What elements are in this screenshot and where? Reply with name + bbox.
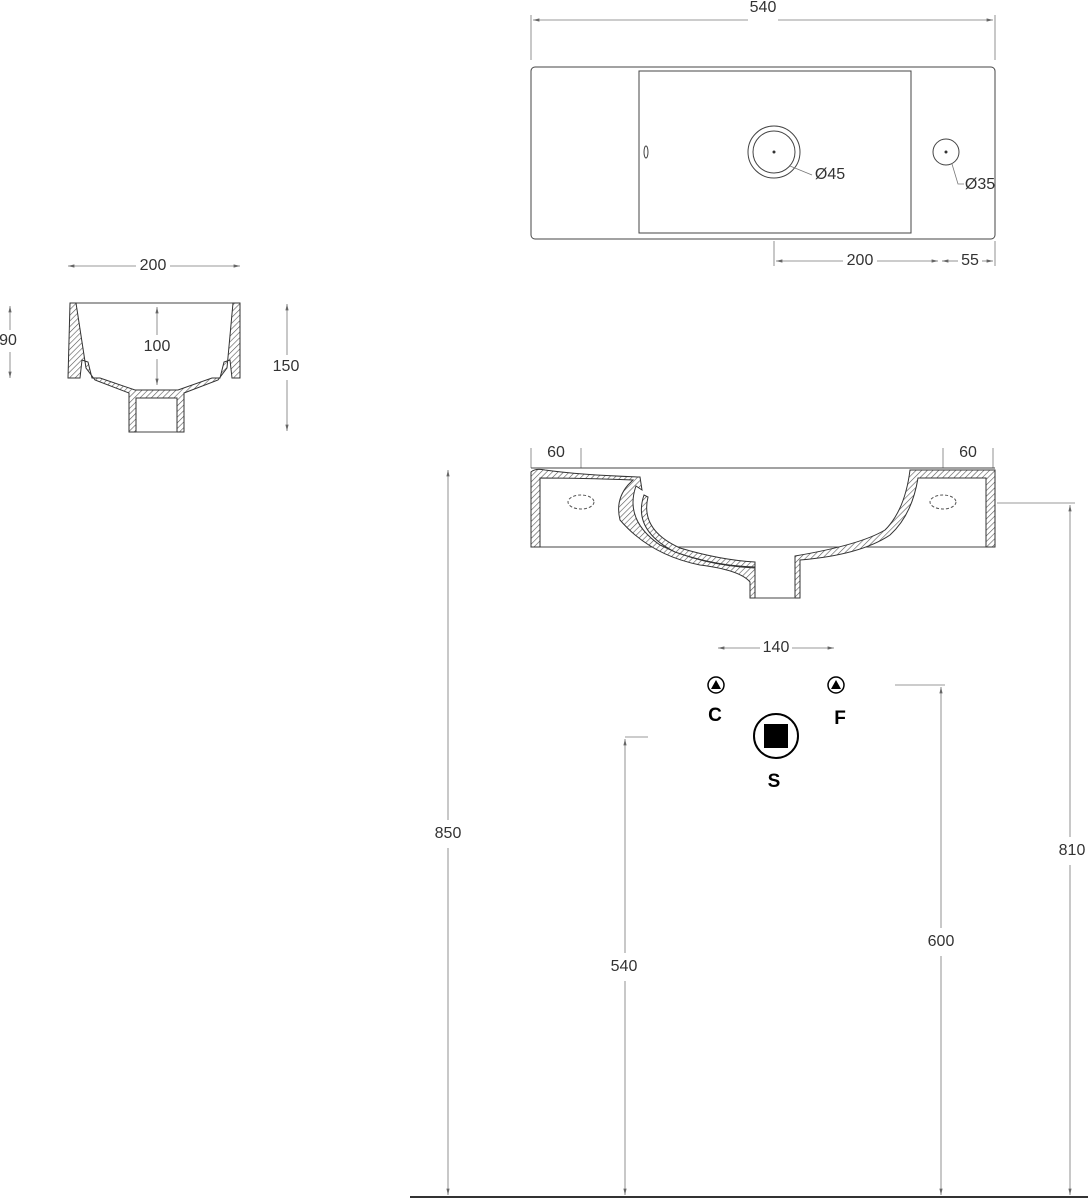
dim-height-150: 150 [273,358,300,375]
dim-overflow-hole: Ø35 [965,176,995,193]
installation-heights: 140 C F S 850 540 600 810 [410,470,1088,1198]
dim-rim-90: 90 [0,332,17,349]
dim-width-540: 540 [750,0,777,16]
dim-bowl-depth: 100 [144,338,171,355]
dim-tap-hole: Ø45 [815,166,845,183]
tap-hole [747,125,801,179]
basin-outline [530,66,996,240]
waste-outlet-icon [753,713,799,759]
dim-height-600: 600 [928,933,955,950]
dim-offset-55: 55 [961,252,979,269]
overflow-slot [643,145,649,159]
dim-right-60: 60 [959,444,977,461]
dim-side-200: 200 [140,257,167,274]
hot-label: C [708,705,722,726]
dim-height-810: 810 [1059,842,1086,859]
dim-height-540: 540 [611,958,638,975]
dim-offset-200: 200 [847,252,874,269]
side-view: 200 100 90 150 [0,257,300,433]
dim-height-850: 850 [435,825,462,842]
cold-label: F [834,708,846,729]
dim-supply-spacing: 140 [763,639,790,656]
top-view: 540 Ø45 Ø35 200 55 [530,0,996,269]
cold-supply-icon [827,676,845,694]
hot-supply-icon [707,676,725,694]
waste-label: S [768,771,781,792]
front-view: 60 60 [530,444,996,599]
bowl-outline [638,70,912,234]
overflow-hole [932,138,960,166]
dim-left-60: 60 [547,444,565,461]
